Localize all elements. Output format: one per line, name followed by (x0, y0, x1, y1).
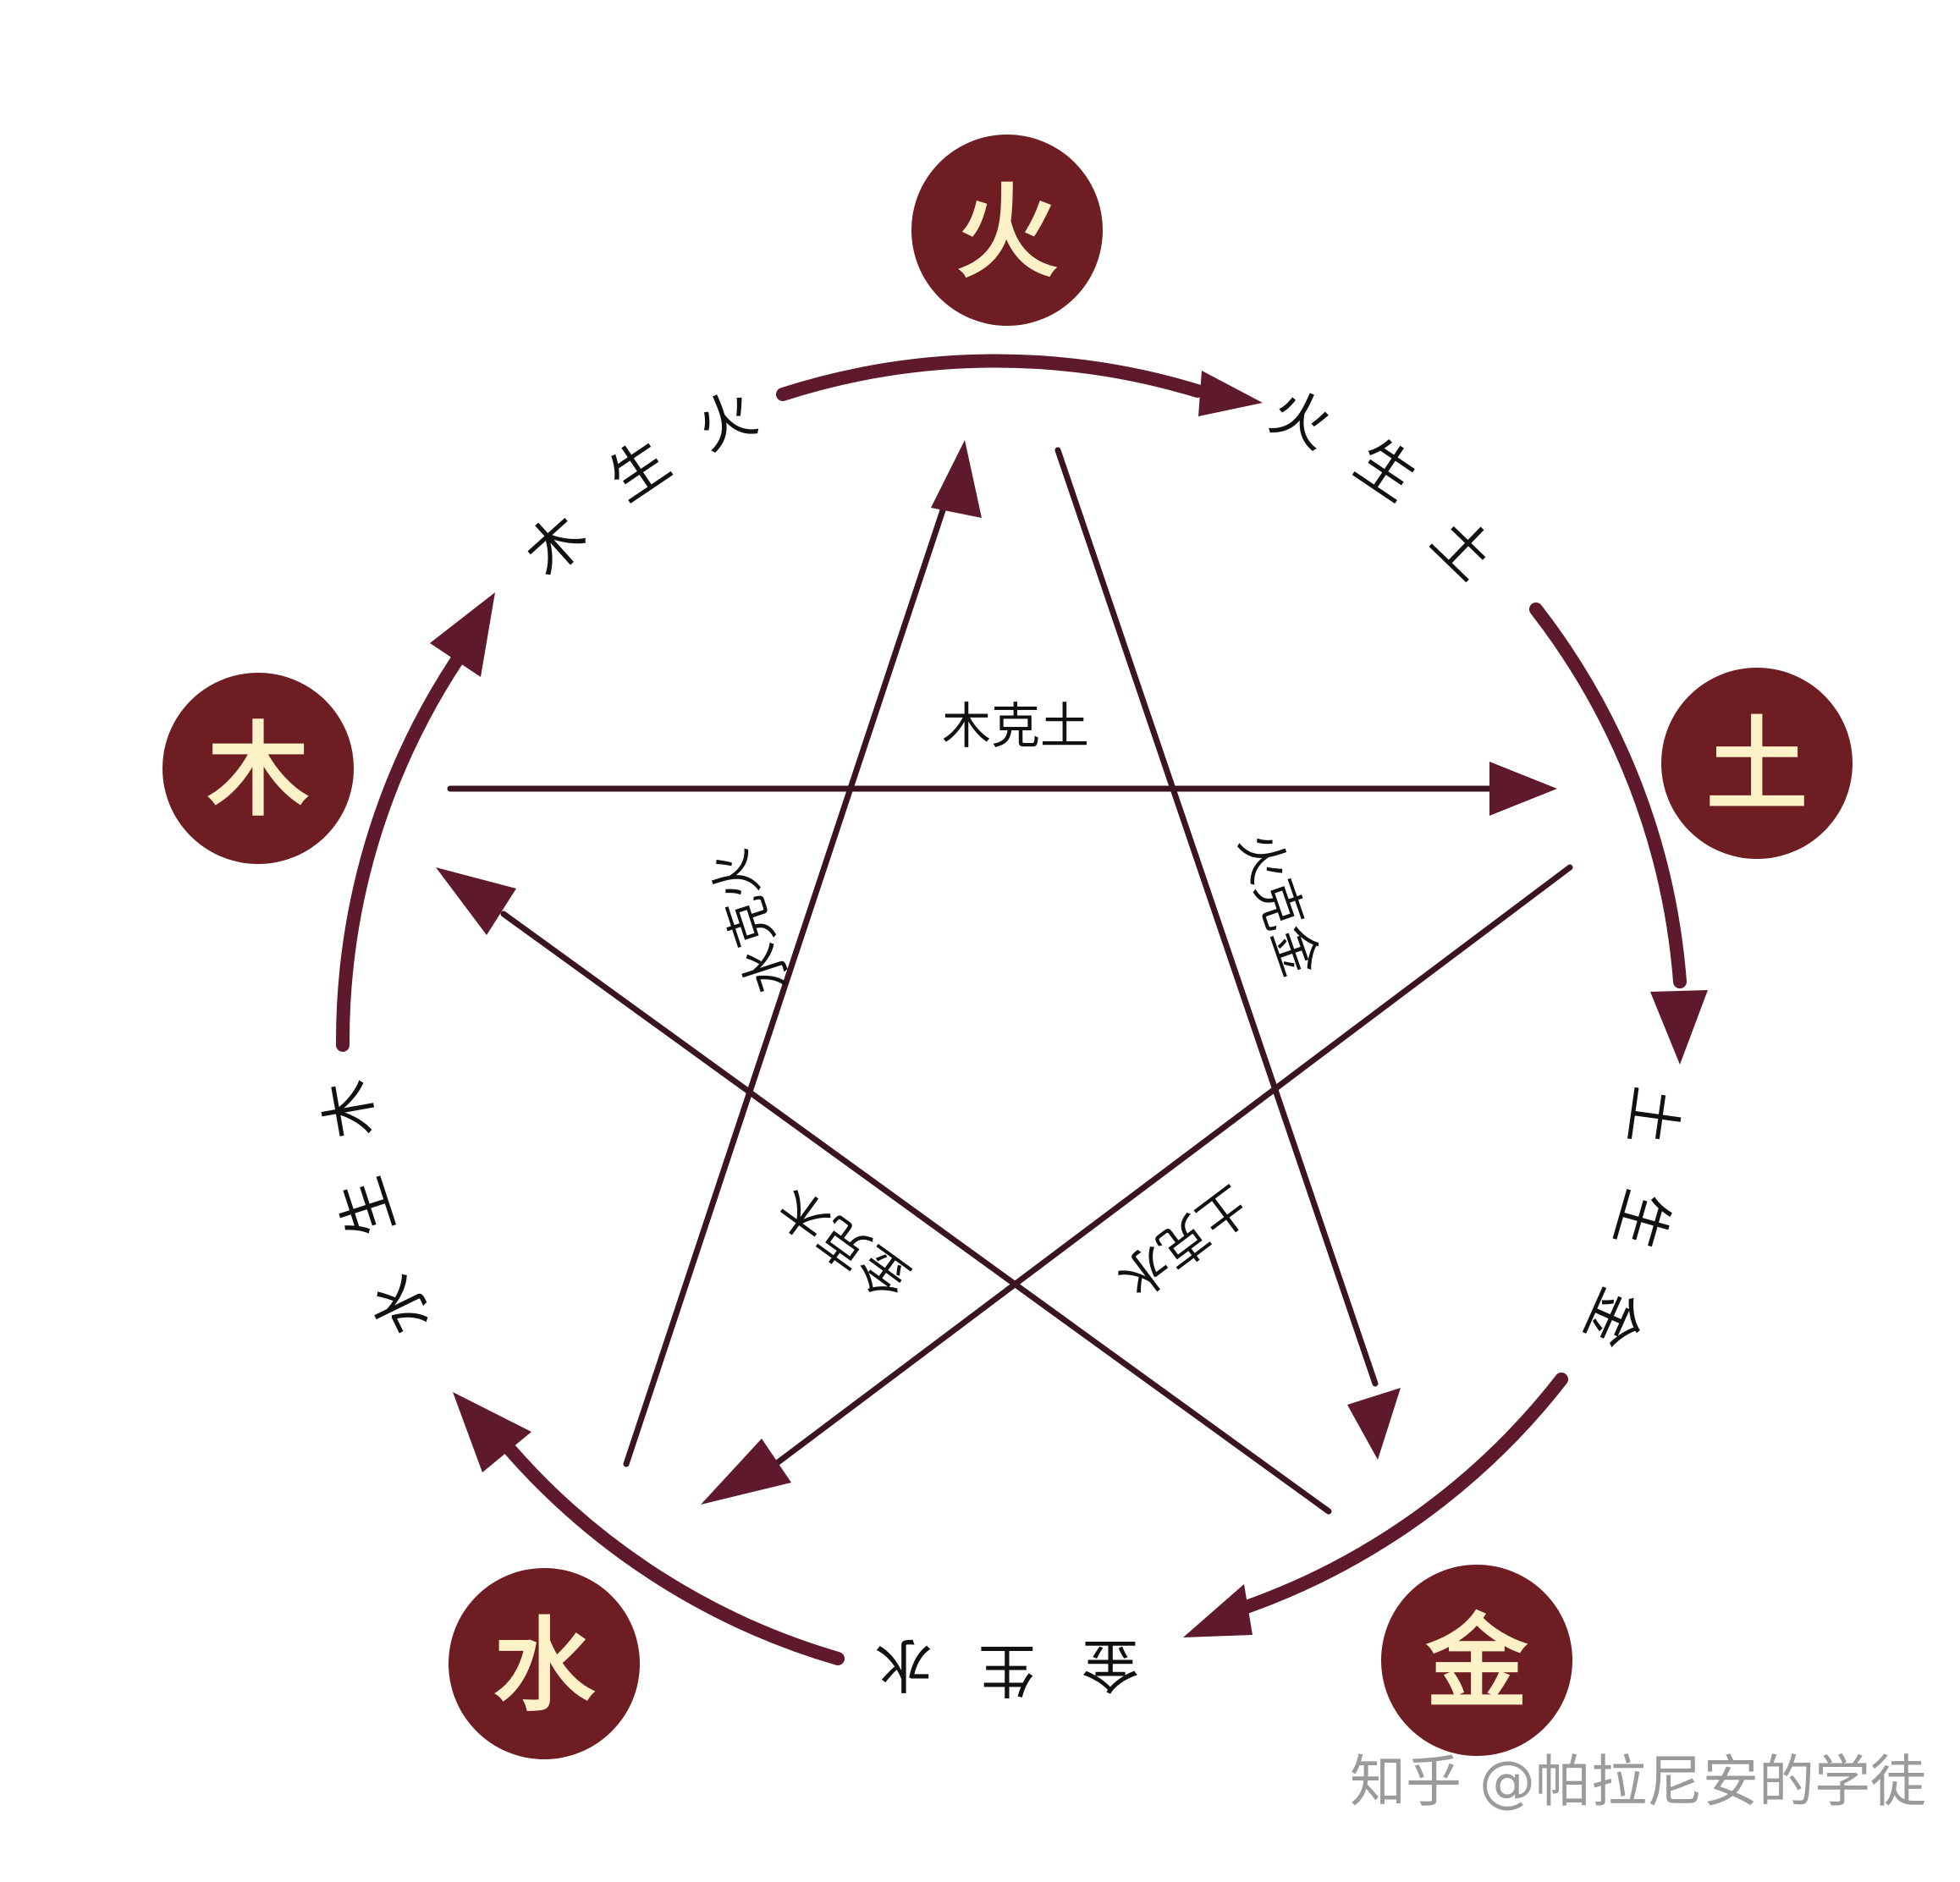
arrowhead-earth-controls-water (701, 1439, 791, 1505)
arc-fire-to-earth (1529, 603, 1687, 988)
generating-labels: 木 生 火 火 生 土 土 生 金 金 生 水 水 生 木 (312, 377, 1688, 1702)
line-water-controls-fire (623, 504, 947, 1467)
line-earth-controls-water (767, 864, 1573, 1472)
label-metal-generates-water: 金 生 水 (875, 1630, 1139, 1702)
char: 生 (327, 1169, 408, 1245)
node-earth: 土 (1661, 668, 1853, 859)
node-fire: 火 (911, 135, 1103, 326)
arrowhead-metal (1183, 1584, 1253, 1637)
element-nodes: 火 土 金 水 木 (162, 135, 1853, 1759)
node-fire-label: 火 (956, 174, 1058, 292)
node-earth-label: 土 (1706, 707, 1808, 825)
arrowhead-wood-controls-earth (1489, 762, 1557, 816)
node-water: 水 (449, 1568, 640, 1759)
arrowhead-earth (1650, 990, 1708, 1065)
char: 金 (1082, 1630, 1139, 1697)
char: 木 (312, 1075, 388, 1143)
arrowhead-fire-to-earth-start (1198, 371, 1263, 416)
node-metal-label: 金 (1425, 1604, 1528, 1722)
char: 土 (1615, 1082, 1689, 1148)
arrowhead-fire-controls-metal (1347, 1388, 1401, 1460)
char: 木 (513, 502, 600, 590)
char: 生 (597, 427, 683, 515)
watermark: 知乎 @帕拉尼安的学徒 (1350, 1749, 1926, 1814)
arrowhead-wood (430, 592, 495, 677)
char: 水 (875, 1630, 933, 1697)
char: 水 (359, 1264, 444, 1345)
node-metal: 金 (1381, 1565, 1572, 1756)
label-water-controls-fire: 水克火 (700, 843, 800, 1001)
label-fire-controls-metal: 火克金 (1228, 825, 1330, 983)
char: 生 (978, 1635, 1036, 1702)
label-earth-generates-metal: 土 生 金 (1571, 1082, 1689, 1357)
node-water-label: 水 (493, 1608, 596, 1725)
controlling-cycle-star (436, 440, 1573, 1515)
line-metal-controls-wood (500, 911, 1332, 1515)
label-wood-generates-fire: 木 生 火 (513, 379, 767, 590)
char: 生 (1343, 427, 1429, 515)
node-wood: 木 (162, 673, 354, 864)
generating-cycle-arcs (335, 354, 1708, 1665)
char: 土 (1418, 505, 1506, 593)
node-wood-label: 木 (207, 713, 309, 830)
arc-earth-to-metal (1237, 1373, 1568, 1615)
char: 金 (1571, 1278, 1655, 1357)
label-water-generates-wood: 水 生 木 (312, 1075, 444, 1345)
arc-metal-to-water (501, 1440, 845, 1665)
arrowhead-water-controls-fire (931, 440, 982, 518)
arrowhead-water (453, 1392, 531, 1472)
char: 火 (686, 379, 766, 464)
arc-water-to-wood (335, 653, 464, 1052)
arc-wood-to-fire (776, 354, 1204, 401)
label-fire-generates-earth: 火 生 土 (1260, 377, 1506, 593)
char: 生 (1600, 1183, 1681, 1257)
label-wood-controls-earth: 木克土 (942, 697, 1089, 755)
arrowhead-metal-controls-wood (436, 867, 516, 935)
line-fire-controls-metal (1054, 447, 1379, 1387)
char: 火 (1260, 377, 1340, 462)
